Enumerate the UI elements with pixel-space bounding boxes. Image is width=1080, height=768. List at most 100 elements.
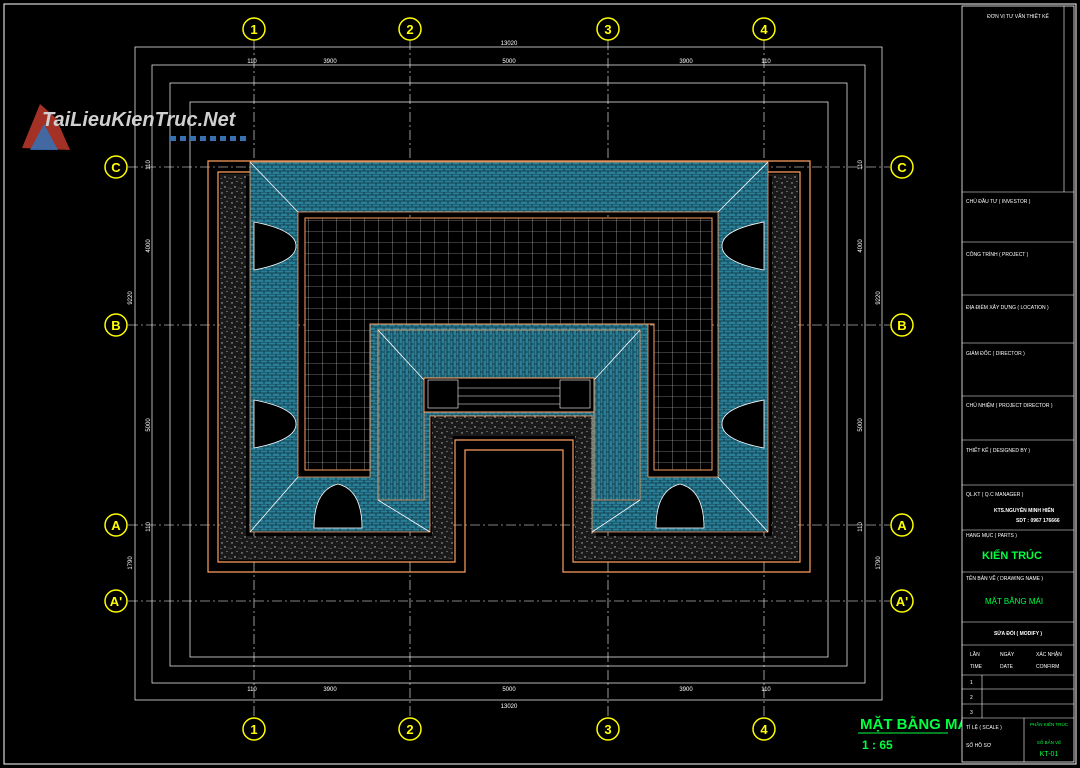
grid-bubble-row-a-prime-left: A' — [104, 589, 128, 613]
tb-header: ĐƠN VỊ TƯ VẤN THIẾT KẾ — [987, 13, 1049, 20]
svg-text:A': A' — [896, 594, 908, 609]
svg-text:2: 2 — [970, 695, 973, 701]
watermark-logo: TaiLieuKienTruc.Net — [22, 104, 246, 150]
grid-bubble-col-2-top: 2 — [398, 17, 422, 41]
sheet-border — [3, 3, 1077, 765]
watermark-text: TaiLieuKienTruc.Net — [42, 109, 237, 131]
svg-text:3900: 3900 — [679, 687, 693, 693]
overall-width-top: 13020 — [501, 41, 518, 47]
tb-director: GIÁM ĐỐC ( DIRECTOR ) — [966, 350, 1025, 357]
tb-scale-label: TỈ LỆ ( SCALE ) — [966, 723, 1002, 731]
grid-bubble-col-2-bottom: 2 — [398, 717, 422, 741]
tb-investor: CHỦ ĐẦU TƯ ( INVESTOR ) — [966, 198, 1031, 205]
svg-text:A: A — [897, 518, 907, 533]
tb-architect-phone: SDT : 0967 176666 — [1016, 518, 1060, 524]
grid-bubble-col-4-bottom: 4 — [752, 717, 776, 741]
svg-text:4: 4 — [760, 22, 768, 37]
overall-width-bottom: 13020 — [501, 704, 518, 710]
svg-text:B: B — [897, 318, 906, 333]
svg-text:NGÀY: NGÀY — [1000, 651, 1015, 658]
svg-text:3900: 3900 — [679, 59, 693, 65]
svg-text:XÁC NHẬN: XÁC NHẬN — [1036, 651, 1062, 658]
svg-text:110: 110 — [146, 160, 152, 170]
grid-bubble-row-b-right: B — [890, 313, 914, 337]
svg-text:3: 3 — [604, 22, 611, 37]
grid-bubbles: 1 2 3 4 1 2 3 4 C B A A' C B A A' — [104, 17, 914, 741]
dimension-annotations: 13020 13020 110 3900 5000 3900 110 110 3… — [128, 41, 882, 710]
grid-bubble-row-c-right: C — [890, 155, 914, 179]
svg-text:4000: 4000 — [858, 239, 864, 253]
svg-text:110: 110 — [858, 160, 864, 170]
svg-text:TIME: TIME — [970, 664, 983, 670]
tb-discipline: KIẾN TRÚC — [982, 549, 1042, 562]
svg-text:1790: 1790 — [876, 556, 882, 570]
svg-text:DATE: DATE — [1000, 664, 1014, 670]
grid-bubble-col-3-bottom: 3 — [596, 717, 620, 741]
grid-bubble-col-1-top: 1 — [242, 17, 266, 41]
tb-project-director: CHỦ NHIỆM ( PROJECT DIRECTOR ) — [966, 401, 1053, 409]
svg-text:9220: 9220 — [876, 291, 882, 305]
tb-project: CÔNG TRÌNH ( PROJECT ) — [966, 251, 1029, 258]
svg-text:A': A' — [110, 594, 122, 609]
grid-bubble-col-3-top: 3 — [596, 17, 620, 41]
tb-drawing-name-label: TÊN BẢN VẼ ( DRAWING NAME ) — [966, 574, 1043, 582]
roof-outline — [207, 160, 811, 573]
svg-text:C: C — [111, 160, 121, 175]
tb-modify: SỬA ĐỔI ( MODIFY ) — [994, 630, 1042, 637]
svg-text:3: 3 — [604, 722, 611, 737]
svg-text:9220: 9220 — [128, 291, 134, 305]
svg-text:2: 2 — [406, 722, 413, 737]
grid-bubble-row-a-left: A — [104, 513, 128, 537]
svg-text:1: 1 — [250, 22, 257, 37]
grid-bubble-col-4-top: 4 — [752, 17, 776, 41]
offset-outlines — [134, 46, 883, 701]
svg-text:110: 110 — [858, 522, 864, 532]
grid-bubble-row-c-left: C — [104, 155, 128, 179]
grid-bubble-row-a-right: A — [890, 513, 914, 537]
svg-text:B: B — [111, 318, 120, 333]
svg-text:110: 110 — [761, 687, 771, 693]
dormer-arches — [253, 221, 765, 529]
svg-text:1: 1 — [970, 680, 973, 686]
grid-bubble-row-a-prime-right: A' — [890, 589, 914, 613]
svg-text:LẦN: LẦN — [970, 651, 980, 658]
svg-text:110: 110 — [761, 59, 771, 65]
svg-text:2: 2 — [406, 22, 413, 37]
svg-text:5000: 5000 — [146, 418, 152, 432]
tb-code-label: PHẦN KIẾN TRÚC — [1030, 721, 1069, 727]
svg-text:3900: 3900 — [323, 59, 337, 65]
svg-text:4000: 4000 — [146, 239, 152, 253]
tb-parts: HẠNG MỤC ( PARTS ) — [966, 533, 1017, 539]
drawing-title: MẶT BẰNG MÁI — [860, 715, 973, 733]
tb-architect-name: KTS.NGUYỄN MINH HIẾN — [994, 507, 1055, 514]
hip-lines — [249, 161, 769, 533]
svg-text:CONFIRM: CONFIRM — [1036, 664, 1059, 670]
svg-text:3: 3 — [970, 710, 973, 716]
drawing-title-block: MẶT BẰNG MÁI 1 : 65 — [858, 715, 973, 752]
tb-qlkt: QL.KT ( Q.C MANAGER ) — [966, 492, 1024, 498]
svg-text:5000: 5000 — [858, 418, 864, 432]
tb-sheet-code: KT-01 — [1040, 751, 1059, 758]
tb-location: ĐỊA ĐIỂM XÂY DỰNG ( LOCATION ) — [966, 304, 1049, 311]
svg-text:C: C — [897, 160, 907, 175]
tb-drawing-name: MẶT BẰNG MÁI — [985, 597, 1043, 606]
svg-text:4: 4 — [760, 722, 768, 737]
svg-text:3900: 3900 — [323, 687, 337, 693]
drawing-scale: 1 : 65 — [862, 738, 893, 752]
svg-text:5000: 5000 — [502, 687, 516, 693]
tb-sheet-no: SỐ BẢN VẼ — [1037, 739, 1061, 745]
svg-text:5000: 5000 — [502, 59, 516, 65]
svg-text:110: 110 — [146, 522, 152, 532]
roof-terrace-grid — [304, 217, 713, 471]
grid-bubble-col-1-bottom: 1 — [242, 717, 266, 741]
svg-text:1790: 1790 — [128, 556, 134, 570]
svg-text:1: 1 — [250, 722, 257, 737]
tb-file-label: SỐ HỒ SƠ — [966, 742, 992, 749]
svg-text:110: 110 — [247, 687, 257, 693]
title-block: ĐƠN VỊ TƯ VẤN THIẾT KẾ CHỦ ĐẦU TƯ ( INVE… — [961, 5, 1075, 763]
tb-designer: THIẾT KẾ ( DESIGNED BY ) — [966, 447, 1030, 454]
svg-text:110: 110 — [247, 59, 257, 65]
grid-bubble-row-b-left: B — [104, 313, 128, 337]
entrance-block — [423, 377, 595, 413]
